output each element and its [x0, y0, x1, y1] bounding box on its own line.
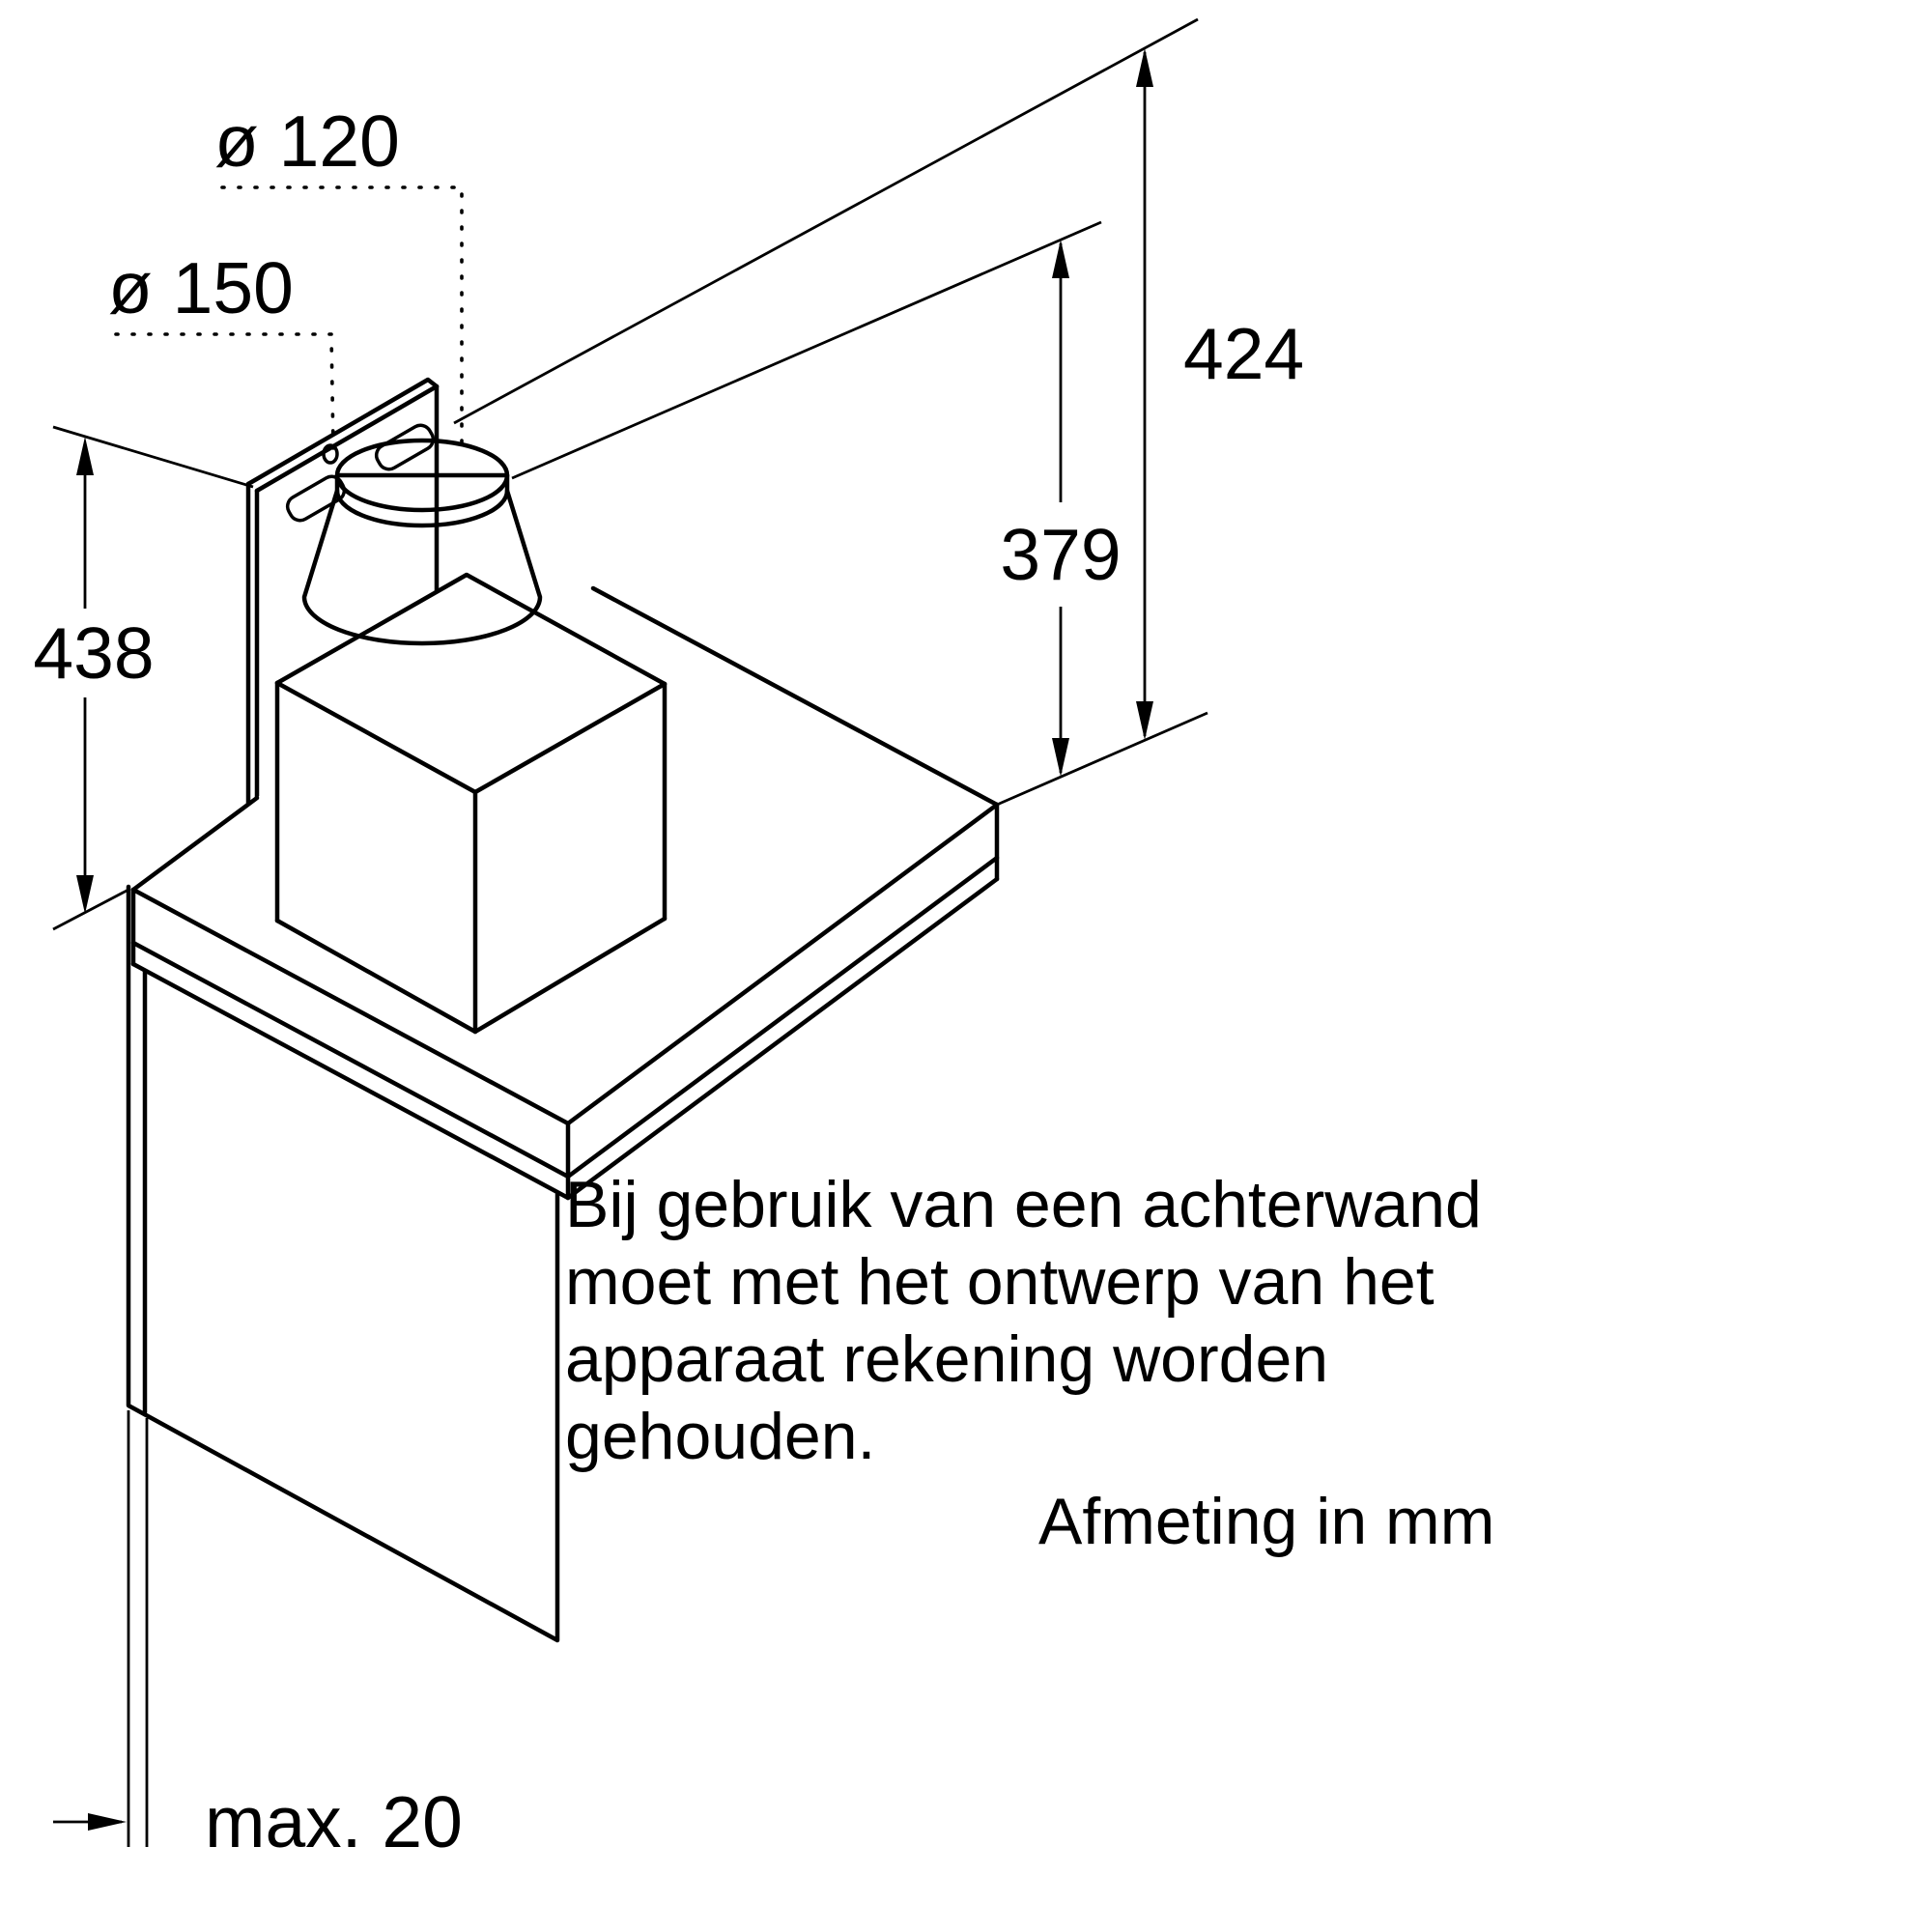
ext-line-top [453, 17, 1199, 425]
canopy-top-back-right-edge [590, 585, 1000, 808]
blower-box [274, 572, 668, 1035]
ext-line-duct-top [511, 220, 1102, 480]
note-line-4: gehouden. [565, 1400, 875, 1473]
dimension-438: 438 [33, 425, 254, 931]
ext-line-438-top [52, 425, 254, 489]
ext-line-canopy-top [996, 711, 1208, 807]
back-panel-top-edge [254, 384, 440, 494]
ext-line-438-bottom [52, 888, 129, 931]
screw-hole [322, 443, 339, 465]
dimension-379: 379 [511, 220, 1122, 777]
arrowhead-424-up [1136, 48, 1153, 87]
arrowhead-438-up [76, 437, 94, 475]
dim-label-379: 379 [1000, 514, 1121, 595]
arrowhead-379-down [1052, 738, 1069, 777]
duct-rim-lower-arc [334, 488, 510, 528]
duct-cone-body [301, 472, 543, 646]
units-label: Afmeting in mm [1038, 1485, 1494, 1558]
blower-box-top-back-edges [274, 572, 668, 687]
back-panel-top-thickness-edge [245, 377, 440, 487]
mounting-slot-right [374, 423, 436, 471]
dim-label-diameter-150: ø 150 [108, 247, 294, 328]
blower-box-bottom-edges [274, 916, 668, 1035]
canopy-side-division-line [130, 855, 1000, 1179]
note-line-3: apparaat rekening worden [565, 1322, 1328, 1396]
canopy-top-back-left-edge [130, 795, 260, 893]
duct-outlet-opening [334, 438, 510, 513]
blower-box-silhouette [277, 575, 665, 1032]
canopy-bottom-edges [130, 876, 1000, 1201]
leader-dotted-150 [114, 332, 335, 450]
note-line-2: moet met het ontwerp van het [565, 1245, 1435, 1319]
arrowhead-424-down [1136, 701, 1153, 740]
note-text: Bij gebruik van een achterwand moet met … [565, 1168, 1482, 1473]
dim-label-max20: max. 20 [205, 1781, 463, 1862]
dim-label-424: 424 [1183, 313, 1304, 394]
note-line-1: Bij gebruik van een achterwand [565, 1168, 1482, 1241]
wall-sheet-outline [126, 884, 560, 1643]
arrowhead-379-up [1052, 240, 1069, 278]
dimension-max-20: max. 20 [53, 1410, 463, 1862]
arrowhead-max20-right [88, 1813, 127, 1831]
dimension-diameter-120: ø 120 [214, 100, 464, 444]
dimension-424: 424 [453, 17, 1304, 807]
dimension-diameter-150: ø 150 [108, 247, 335, 450]
dim-label-diameter-120: ø 120 [214, 100, 400, 182]
arrowhead-438-down [76, 875, 94, 914]
duct-cone-adapter [301, 438, 543, 646]
dim-label-438: 438 [33, 612, 154, 694]
leader-dotted-120 [220, 185, 464, 444]
